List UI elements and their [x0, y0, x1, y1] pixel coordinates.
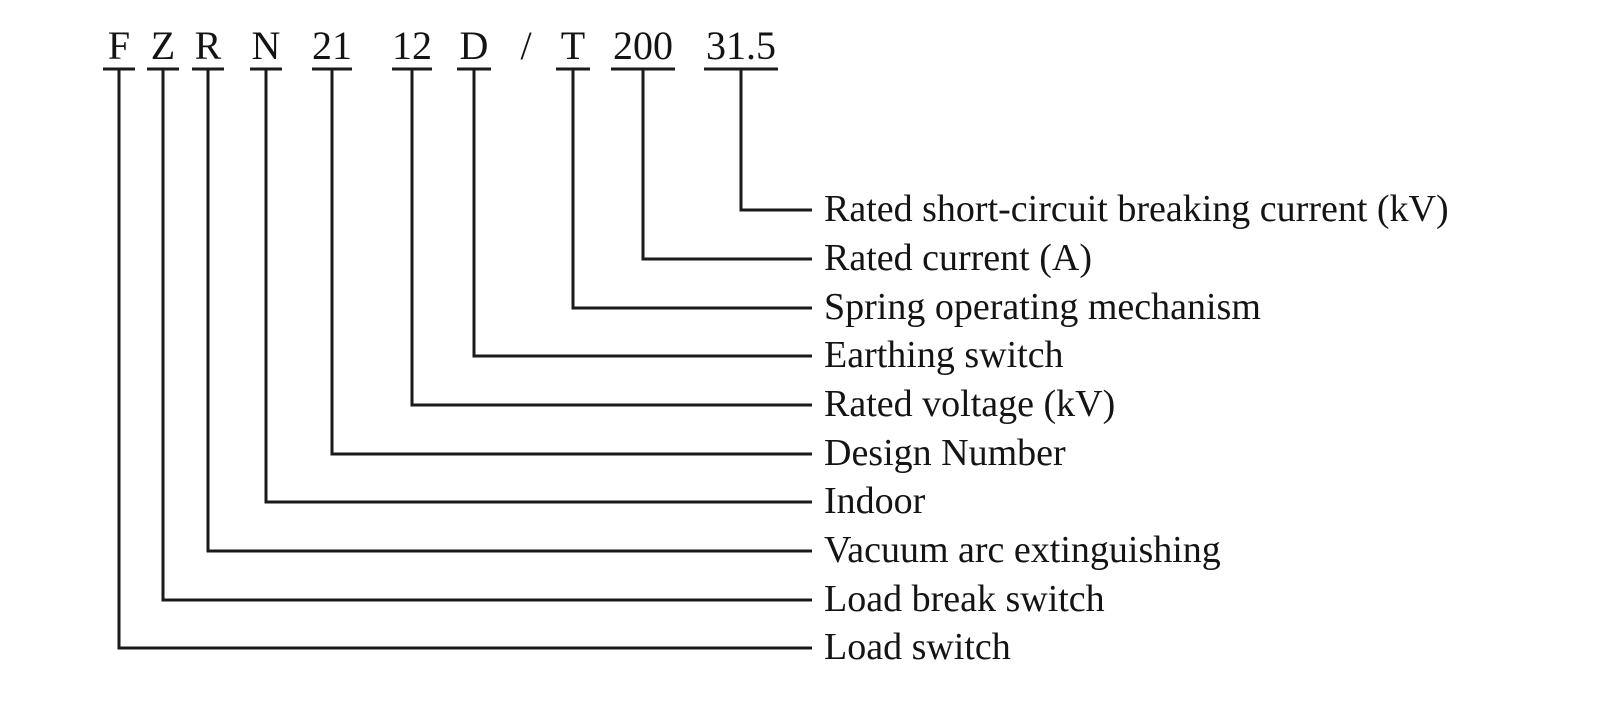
label-design-number: Design Number	[824, 432, 1066, 475]
label-load-break-switch: Load break switch	[824, 578, 1105, 621]
connector-line	[161, 69, 812, 602]
label-load-switch: Load switch	[824, 626, 1011, 669]
code-char-f: F	[107, 23, 131, 68]
connector-line	[410, 69, 812, 407]
code-char-t: T	[560, 23, 586, 68]
label-rated-voltage: Rated voltage (kV)	[824, 383, 1116, 426]
connector-line	[641, 69, 812, 261]
code-char-200: 200	[613, 23, 673, 68]
code-separator-slash: /	[520, 23, 532, 68]
code-char-n: N	[251, 23, 281, 68]
label-earthing-switch: Earthing switch	[824, 334, 1064, 377]
code-char-d: D	[459, 23, 489, 68]
label-rated-short-circuit-breaking-current: Rated short-circuit breaking current (kV…	[824, 188, 1449, 231]
code-char-31-5: 31.5	[706, 23, 776, 68]
label-indoor: Indoor	[824, 480, 926, 523]
connector-line	[206, 69, 812, 553]
connector-line	[571, 69, 812, 310]
connector-line	[739, 69, 812, 212]
label-rated-current: Rated current (A)	[824, 237, 1092, 280]
label-vacuum-arc-extinguishing: Vacuum arc extinguishing	[824, 529, 1221, 572]
label-spring-operating-mechanism: Spring operating mechanism	[824, 286, 1261, 329]
connector-line	[472, 69, 812, 358]
code-char-21: 21	[312, 23, 352, 68]
connector-line	[117, 69, 812, 650]
connector-line	[264, 69, 812, 504]
code-char-r: R	[194, 23, 222, 68]
connector-line	[330, 69, 812, 456]
code-char-12: 12	[392, 23, 432, 68]
code-char-z: Z	[150, 23, 176, 68]
